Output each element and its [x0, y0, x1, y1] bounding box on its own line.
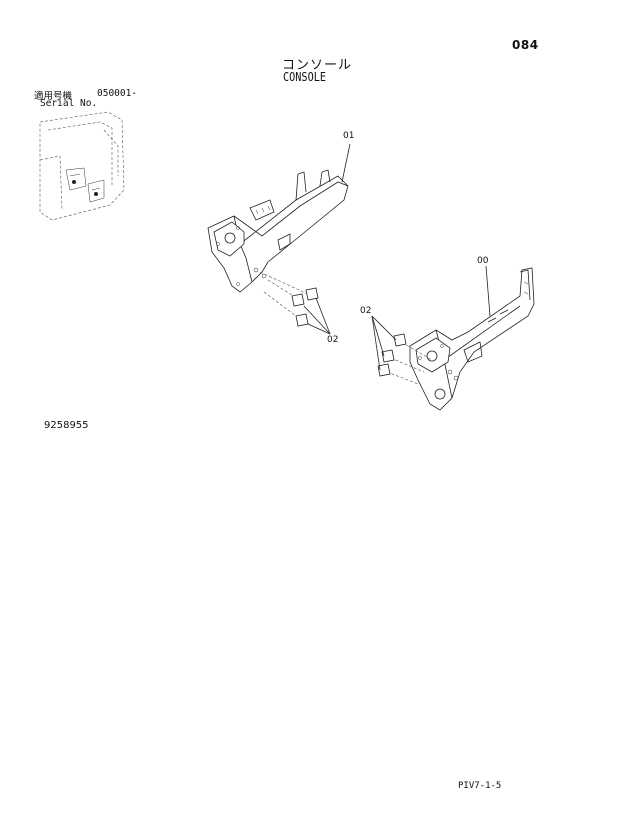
drawing-number: 9258955 [44, 420, 89, 431]
callout-00: 00 [477, 256, 489, 266]
callout-02-right: 02 [360, 306, 372, 316]
leader-line-01 [341, 143, 351, 183]
callout-01: 01 [343, 131, 355, 141]
page-title-english: CONSOLE [283, 70, 326, 84]
serial-code: 050001- [97, 88, 138, 99]
serial-label-english: Serial No. [40, 98, 98, 109]
leader-line-00 [485, 265, 491, 317]
part-01-bracket [207, 169, 349, 293]
part-02-bolts-left [259, 271, 331, 335]
part-00-bracket [409, 267, 535, 411]
callout-02-left: 02 [327, 335, 339, 345]
page-number: 084 [512, 38, 539, 52]
location-thumbnail [39, 111, 125, 221]
footer-code: PIV7-1-5 [458, 781, 502, 791]
serial-label-japanese: 適用号機 [34, 91, 73, 102]
page-title-japanese: コンソール [282, 58, 353, 73]
part-02-bolts-right [371, 315, 433, 385]
